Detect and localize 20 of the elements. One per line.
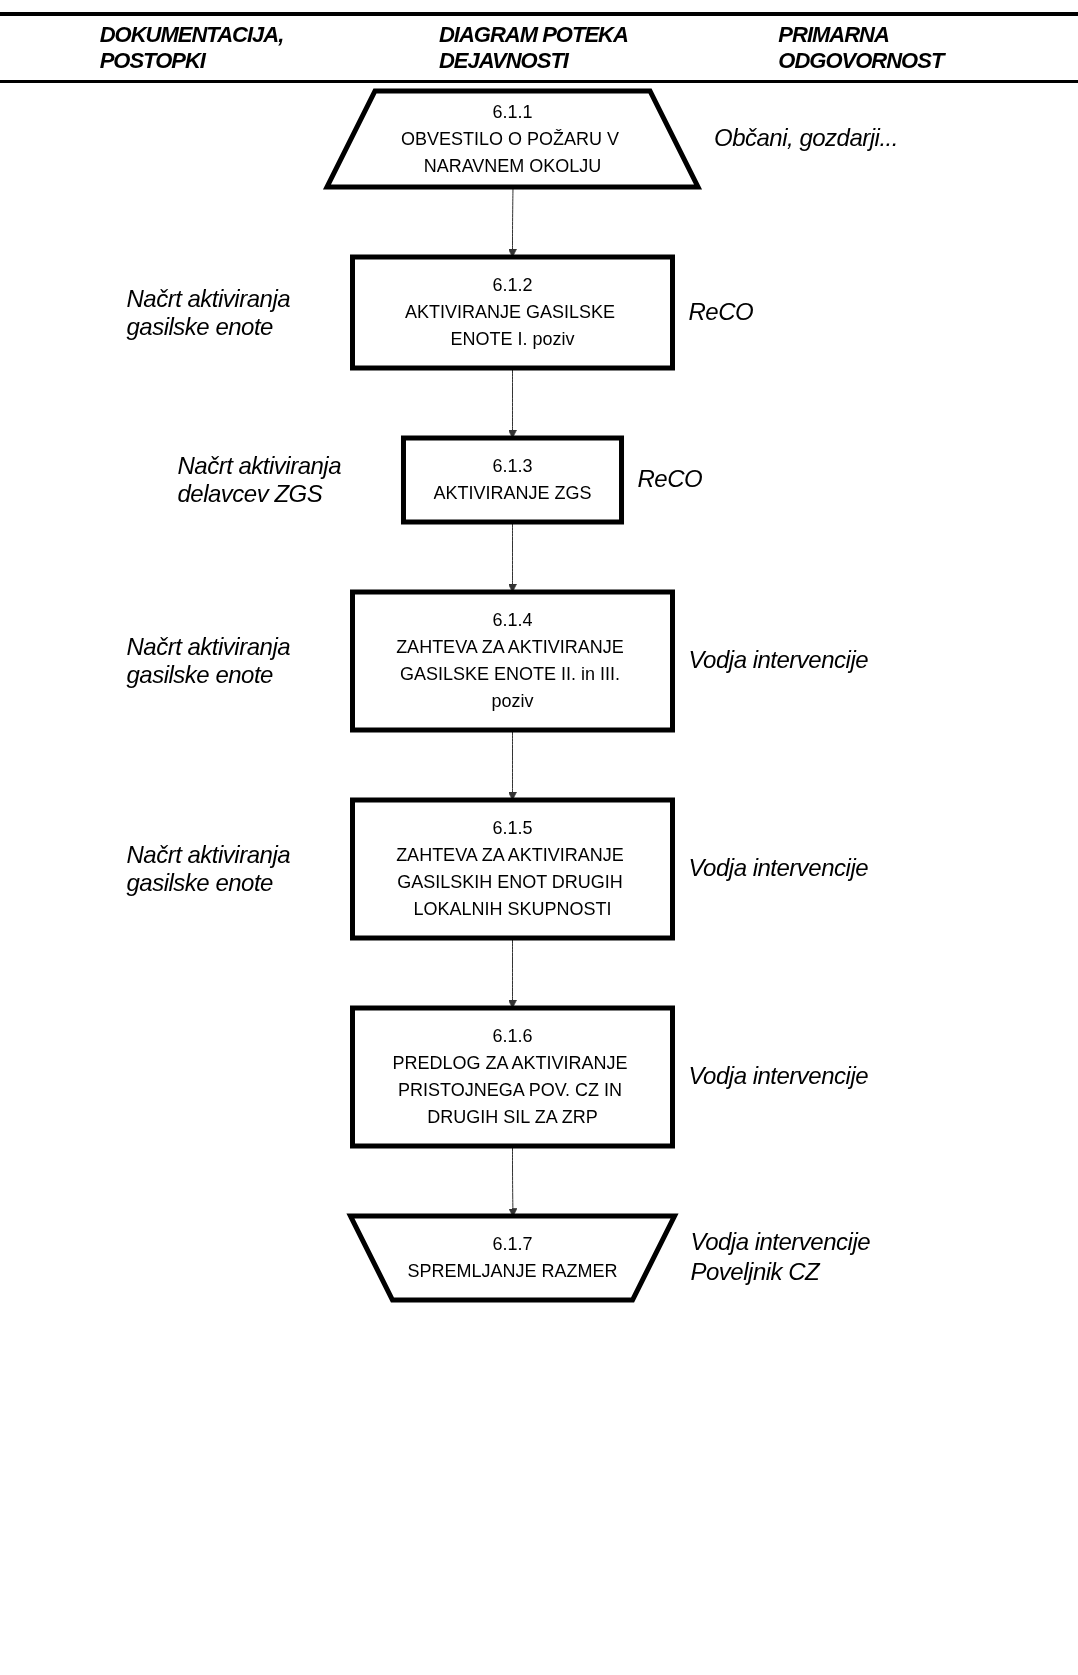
document-text: Načrt aktiviranja gasilske enote bbox=[126, 633, 292, 689]
responsibility-text: Vodja intervencije bbox=[690, 1228, 871, 1256]
column-header: DIAGRAM POTEKA DEJAVNOSTI bbox=[439, 22, 629, 74]
node-box: 6.1.4 ZAHTEVA ZA AKTIVIRANJE GASILSKE ENOTE II. in III. poziv bbox=[350, 589, 675, 733]
responsibility-text: Vodja intervencije bbox=[688, 854, 869, 882]
responsibility-text: Poveljnik CZ bbox=[690, 1258, 820, 1286]
node-box: 6.1.3 AKTIVIRANJE ZGS bbox=[401, 435, 624, 525]
column-header: DOKUMENTACIJA, POSTOPKI bbox=[99, 22, 285, 74]
column-header: PRIMARNA ODGOVORNOST bbox=[778, 22, 947, 74]
responsibility-text: ReCO bbox=[637, 465, 703, 493]
responsibility-text: Vodja intervencije bbox=[688, 1062, 869, 1090]
document-text: Načrt aktiviranja gasilske enote bbox=[126, 284, 292, 341]
node-box: 6.1.2 AKTIVIRANJE GASILSKE ENOTE I. poziv bbox=[350, 254, 675, 371]
node-box: 6.1.5 ZAHTEVA ZA AKTIVIRANJE GASILSKIH ENOT DRUGIH LOKALNIH SKUPNOSTI bbox=[350, 797, 675, 941]
responsibility-text: ReCO bbox=[688, 297, 754, 326]
document-text: Načrt aktiviranja gasilske enote bbox=[126, 841, 292, 897]
responsibility-text: Vodja intervencije bbox=[688, 646, 869, 674]
document-text: Načrt aktiviranja delavcev ZGS bbox=[177, 452, 343, 508]
responsibility-text: Občani, gozdarji... bbox=[714, 124, 898, 152]
node-box: 6.1.6 PREDLOG ZA AKTIVIRANJE PRISTOJNEGA POV. CZ IN DRUGIH SIL ZA ZRP bbox=[350, 1005, 675, 1149]
